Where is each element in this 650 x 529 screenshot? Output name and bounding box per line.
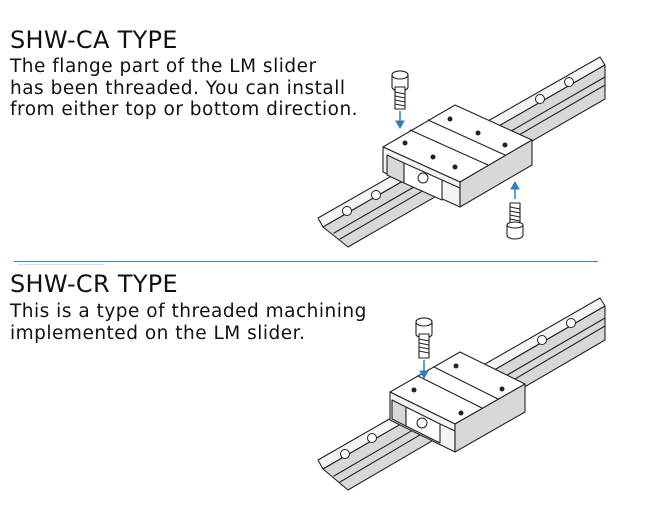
shw-cr-description-line-1: This is a type of threaded machining [10,301,367,322]
shw-cr-description-line-2: implemented on the LM slider. [10,322,306,344]
shw-ca-section: SHW-CA TYPE The flange part of the LM sl… [0,0,650,262]
shw-cr-section: SHW-CR TYPE This is a type of threaded m… [0,262,650,529]
slider-block [389,351,526,453]
down-arrow [395,111,405,130]
down-arrow [419,360,429,380]
shw-ca-description-line-2: has been threaded. You can install [10,77,346,99]
lm-guide-cr-illustration [317,297,606,491]
shw-ca-description: The flange part of the LM slider has bee… [10,56,358,121]
shw-ca-description-line-1: The flange part of the LM slider [10,56,317,77]
lm-guide-ca-illustration [317,56,606,248]
shw-ca-title: SHW-CA TYPE [10,26,178,54]
shw-ca-description-line-3: from either top or bottom direction. [10,99,359,120]
top-bolt [391,70,409,110]
slider-block [382,104,533,208]
shw-cr-description: This is a type of threaded machining imp… [10,301,367,344]
shw-cr-title: SHW-CR TYPE [10,270,179,298]
section-divider [14,261,598,262]
top-bolt [415,317,433,359]
up-arrow [510,180,520,199]
faint-divider-trace [18,264,104,269]
bottom-bolt [506,202,524,240]
